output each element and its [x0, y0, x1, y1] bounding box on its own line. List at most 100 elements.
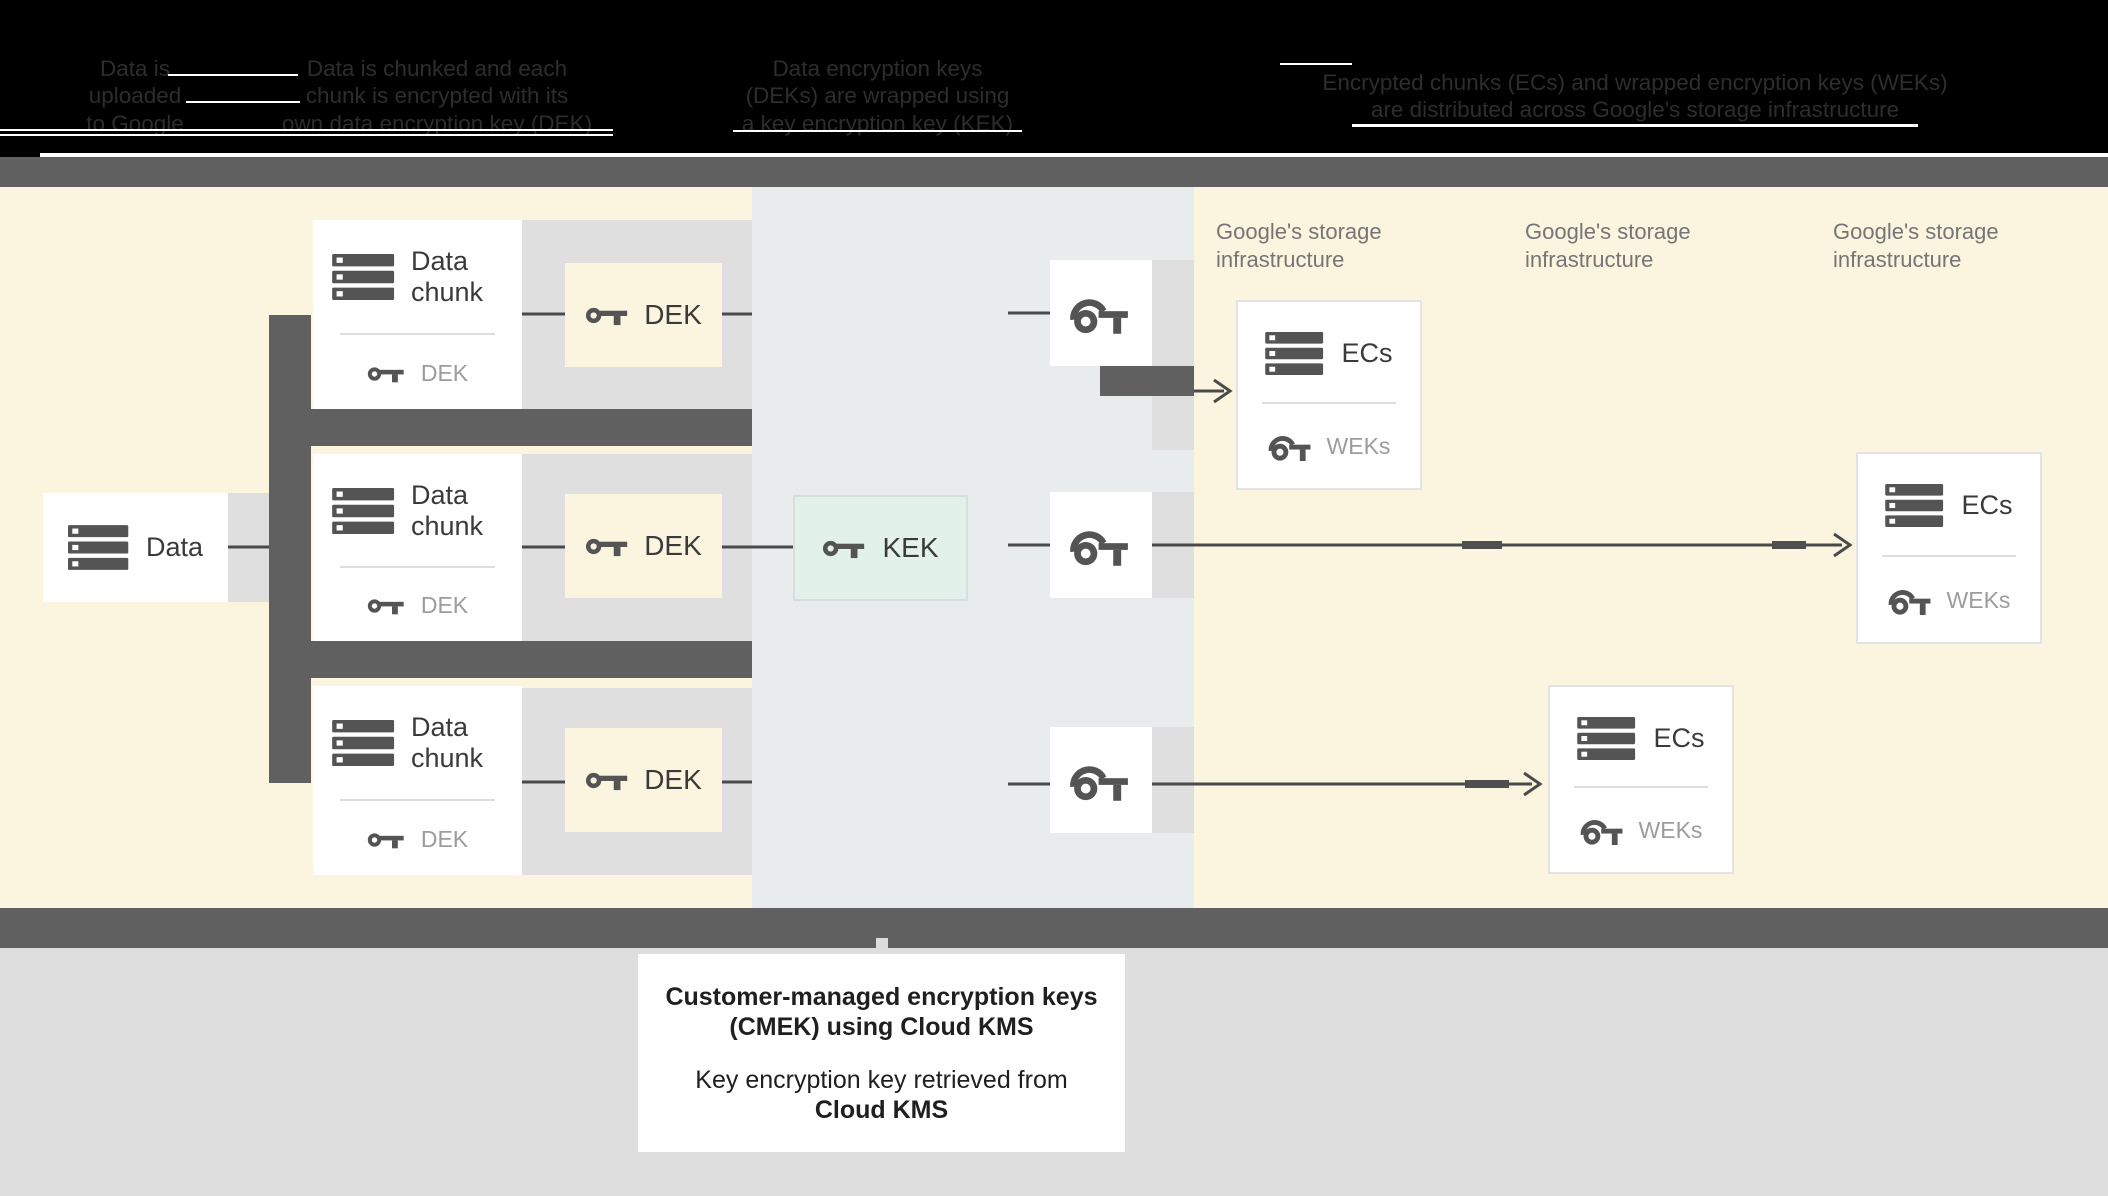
data-chunk-icon [332, 720, 396, 766]
header-step-1-line: Data is [99, 55, 171, 81]
arrowhead-ecs3 [1523, 771, 1543, 797]
header-step-2-line: own data encryption key (DEK) [281, 110, 593, 136]
weks-key-icon [1580, 814, 1626, 846]
data-chunk-box-1: Data chunk DEK [313, 220, 522, 409]
wrapped-key-box-2 [1050, 492, 1152, 598]
caption-title-line: Customer-managed encryption keys [665, 982, 1098, 1011]
header-underline-artifact [1352, 124, 1918, 127]
header-separator [40, 153, 2108, 157]
weks-label: WEKs [1946, 586, 2011, 613]
key-icon [822, 536, 868, 561]
header-bar [0, 0, 2108, 153]
chunk-divider [340, 566, 495, 568]
data-chunk-box-2: Data chunk DEK [313, 454, 522, 641]
bottom-dark-band [0, 908, 2108, 948]
chunk-divider [340, 333, 495, 335]
data-box-label: Data [145, 532, 204, 562]
fanout-vertical-bar [269, 315, 311, 783]
wrap1-dark-connector [1100, 366, 1194, 396]
header-step-3-line: (DEKs) are wrapped using [745, 83, 1010, 109]
ecs-divider [1881, 554, 2017, 557]
dek-label: DEK [644, 764, 702, 795]
header-underline-artifact [186, 100, 300, 103]
dek-label: DEK [644, 299, 702, 330]
ecs-box-2: ECs WEKs [1856, 452, 2042, 644]
header-underline-artifact [733, 130, 1022, 132]
wrapped-key-box-1 [1050, 260, 1152, 366]
data-chunk-box-3: Data chunk DEK [313, 686, 522, 875]
ecs-box-3: ECs WEKs [1548, 685, 1734, 874]
header-underline-artifact [168, 73, 298, 76]
ecs-title: ECs [1961, 490, 2013, 520]
storage-infrastructure-label-3: Google's storage infrastructure [1833, 218, 1999, 274]
ecs-icon [1265, 332, 1325, 375]
ecs-icon [1577, 717, 1637, 760]
wrapped-key-icon [1069, 291, 1133, 335]
header-step-2: Data is chunked and each chunk is encryp… [252, 40, 622, 152]
kms-caption-notch [876, 938, 888, 948]
header-step-2-line: chunk is encrypted with its [305, 83, 569, 109]
caption-body-line: Key encryption key retrieved from [695, 1065, 1068, 1094]
header-step-1-line: to Google [86, 110, 184, 136]
key-icon [585, 768, 631, 793]
arrowhead-ecs1 [1213, 378, 1233, 404]
header-step-2-line: Data is chunked and each [306, 55, 568, 81]
chunk-dek-label: DEK [420, 826, 469, 852]
ecs-box-1: ECs WEKs [1236, 300, 1422, 490]
wrap1-gray-tab [1152, 260, 1194, 366]
header-step-4-line: are distributed across Google's storage … [1370, 97, 1900, 122]
dek-key-icon [367, 595, 407, 617]
arrowhead-ecs2 [1833, 532, 1853, 558]
ecs-divider [1573, 786, 1709, 788]
weks-key-icon [1268, 430, 1314, 462]
storage-label-line: Google's storage [1525, 219, 1691, 244]
caption-body-line: Cloud KMS [814, 1095, 949, 1124]
wrapped-key-icon [1069, 758, 1133, 802]
wrap1-gray-tab-lower [1152, 396, 1194, 450]
storage-infrastructure-label-2: Google's storage infrastructure [1525, 218, 1691, 274]
wrapped-key-box-3 [1050, 727, 1152, 833]
kek-box: KEK [793, 495, 968, 601]
dek-key-icon [367, 829, 407, 851]
data-box: Data [43, 493, 228, 602]
data-chunk-title: Data chunk [411, 246, 484, 307]
header-underline-artifact [0, 133, 613, 136]
storage-label-line: Google's storage [1216, 219, 1382, 244]
header-step-4: Encrypted chunks (ECs) and wrapped encry… [1285, 40, 1985, 152]
dek-key-icon [367, 363, 407, 385]
arrow2-thick-dash [1772, 541, 1806, 549]
weks-key-icon [1888, 584, 1934, 616]
caption-card: Customer-managed encryption keys (CMEK) … [638, 954, 1125, 1152]
ecs-icon [1885, 484, 1945, 527]
key-icon [585, 303, 631, 328]
dek-box-2: DEK [565, 494, 722, 598]
top-dark-band [0, 157, 2108, 187]
storage-label-line: infrastructure [1525, 247, 1654, 272]
key-icon [585, 534, 631, 559]
chunk-dek-label: DEK [420, 360, 469, 386]
chunk-divider [340, 799, 495, 801]
storage-label-line: Google's storage [1833, 219, 1999, 244]
data-chunk-icon [332, 488, 396, 534]
wrapped-key-icon [1069, 523, 1133, 567]
header-step-1: Data is uploaded to Google [38, 40, 232, 152]
fanout-dark-band-2 [269, 641, 752, 678]
dek-box-3: DEK [565, 728, 722, 832]
kek-label: KEK [882, 532, 939, 563]
header-step-3-line: Data encryption keys [772, 55, 983, 81]
wrap3-gray-tab [1152, 727, 1194, 833]
arrow3-thick-dash [1465, 780, 1509, 788]
weks-label: WEKs [1326, 432, 1391, 459]
weks-label: WEKs [1638, 816, 1703, 843]
data-chunk-icon [332, 254, 396, 300]
arrow2-thick-dash [1462, 541, 1502, 549]
fanout-dark-band-1 [269, 409, 752, 446]
header-step-4-line: Encrypted chunks (ECs) and wrapped encry… [1322, 69, 1948, 95]
header-step-1-line: uploaded [88, 83, 182, 109]
dek-box-1: DEK [565, 263, 722, 367]
data-chunk-title: Data chunk [411, 712, 484, 773]
ecs-title: ECs [1341, 338, 1393, 368]
ecs-title: ECs [1653, 723, 1705, 753]
caption-title-line: (CMEK) using Cloud KMS [729, 1012, 1034, 1041]
